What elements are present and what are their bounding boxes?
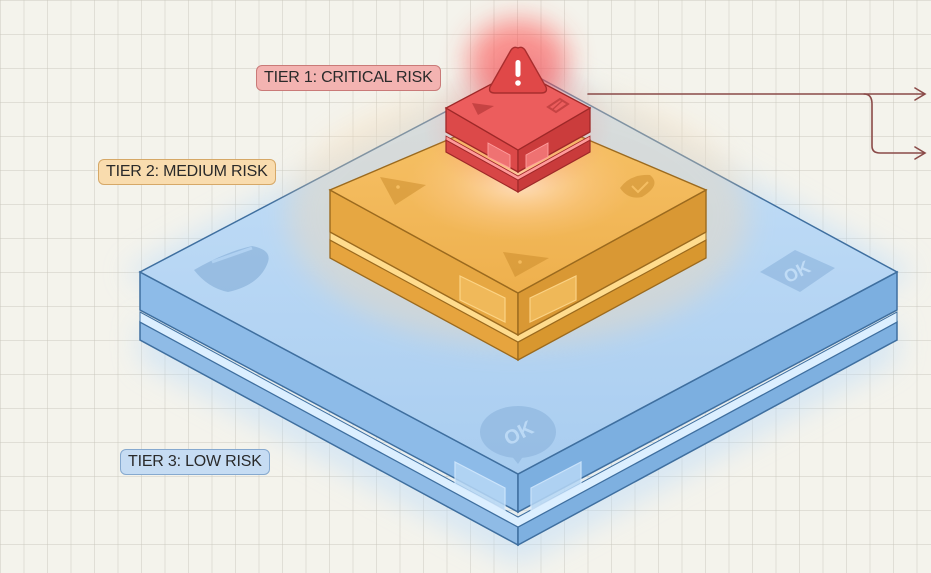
warning-icon <box>380 177 426 205</box>
tier-2-label: TIER 2: MEDIUM RISK <box>98 159 276 185</box>
connector-branch <box>863 93 925 154</box>
tier-3-label: TIER 3: LOW RISK <box>120 449 270 475</box>
ok-badge-icon: OK <box>760 250 835 292</box>
shield-icon <box>194 246 269 292</box>
critical-output-connector[interactable] <box>587 87 927 160</box>
broken-shield-icon <box>546 97 570 114</box>
tier-1-label: TIER 1: CRITICAL RISK <box>256 65 441 91</box>
tier-2-lower-slab <box>329 231 707 362</box>
check-shield-icon <box>620 174 655 198</box>
tier-1-critical-risk-block[interactable] <box>444 46 592 194</box>
tier-2-right-panel <box>529 275 577 323</box>
arrowhead-2-icon <box>914 146 927 160</box>
ok-speech-bubble-icon: OK <box>480 406 556 464</box>
tier-2-left-panel <box>459 275 506 323</box>
tier-1-right-panel <box>525 142 549 169</box>
exclamation-dot <box>515 80 521 86</box>
tier-3-lower-slab <box>139 311 898 547</box>
warning-icon <box>472 103 494 115</box>
warning-triangle-icon[interactable] <box>488 46 548 94</box>
tier-1-lower-slab <box>445 135 591 194</box>
exclamation-bar <box>515 60 521 77</box>
warning-icon <box>503 252 549 277</box>
tier-3-right-panel <box>530 461 582 511</box>
tier-1-left-panel <box>487 142 511 169</box>
tier-1-top-face <box>444 69 592 151</box>
tier-3-left-panel <box>454 461 506 511</box>
arrowhead-1-icon <box>914 87 927 101</box>
